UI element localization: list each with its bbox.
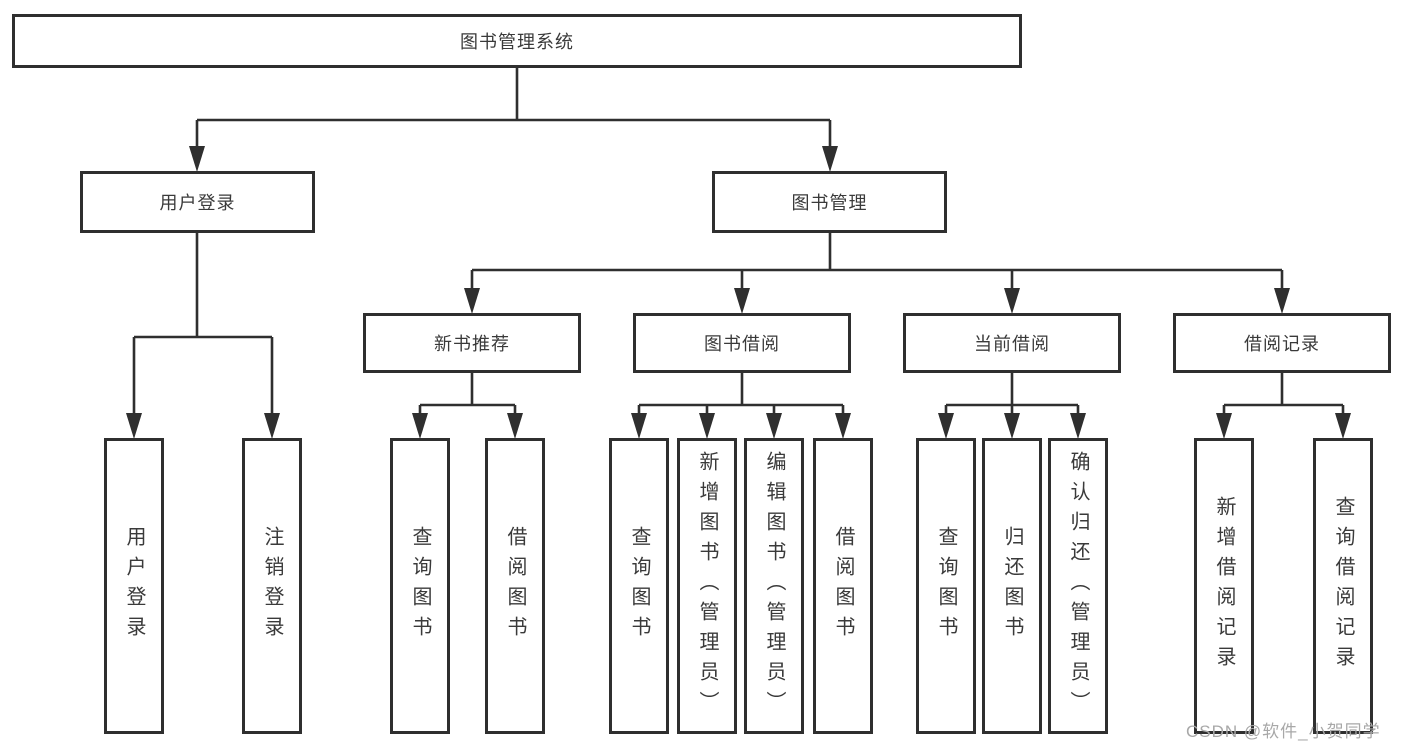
arrowhead — [938, 413, 954, 439]
leaf-borrow-borrow-books-label: 借阅图书 — [832, 526, 854, 646]
leaf-current-return-books-label: 归还图书 — [1001, 526, 1023, 646]
arrowhead — [734, 288, 750, 314]
node-user-login-label: 用户登录 — [159, 193, 236, 213]
arrowhead — [766, 413, 782, 439]
node-book-management: 图书管理 — [712, 171, 947, 233]
node-book-borrow: 图书借阅 — [633, 313, 851, 373]
leaf-borrow-query-books: 查询图书 — [609, 438, 669, 734]
connector-root-to-level2 — [189, 68, 838, 172]
node-borrow-records-label: 借阅记录 — [1244, 334, 1320, 354]
arrowhead — [189, 146, 205, 172]
leaf-borrow-edit-books-admin: 编辑图书（管理员） — [744, 438, 804, 734]
node-new-book-recommend-label: 新书推荐 — [434, 334, 510, 354]
connector-current-to-leaves — [938, 373, 1086, 439]
leaf-newbook-query-books: 查询图书 — [390, 438, 450, 734]
arrowhead — [507, 413, 523, 439]
leaf-borrow-query-books-label: 查询图书 — [628, 526, 650, 646]
leaf-borrow-borrow-books: 借阅图书 — [813, 438, 873, 734]
leaf-borrow-edit-books-admin-label: 编辑图书（管理员） — [763, 451, 785, 721]
leaf-records-query-record: 查询借阅记录 — [1313, 438, 1373, 734]
arrowhead — [1274, 288, 1290, 314]
node-current-borrow: 当前借阅 — [903, 313, 1121, 373]
arrowhead — [1070, 413, 1086, 439]
node-book-borrow-label: 图书借阅 — [704, 334, 780, 354]
arrowhead — [464, 288, 480, 314]
arrowhead — [631, 413, 647, 439]
node-root-label: 图书管理系统 — [460, 32, 574, 52]
leaf-current-confirm-return-admin-label: 确认归还（管理员） — [1067, 451, 1089, 721]
leaf-current-query-books-label: 查询图书 — [935, 526, 957, 646]
leaf-logout-label: 注销登录 — [261, 526, 283, 646]
leaf-current-return-books: 归还图书 — [982, 438, 1042, 734]
connector-newbook-to-leaves — [412, 373, 523, 439]
leaf-newbook-borrow-books: 借阅图书 — [485, 438, 545, 734]
arrowhead — [412, 413, 428, 439]
leaf-records-query-record-label: 查询借阅记录 — [1332, 496, 1354, 676]
leaf-current-confirm-return-admin: 确认归还（管理员） — [1048, 438, 1108, 734]
leaf-records-add-record: 新增借阅记录 — [1194, 438, 1254, 734]
connector-login-to-leaves — [126, 233, 280, 439]
leaf-newbook-borrow-books-label: 借阅图书 — [504, 526, 526, 646]
arrowhead — [1004, 288, 1020, 314]
leaf-user-login-label: 用户登录 — [123, 526, 145, 646]
leaf-user-login: 用户登录 — [104, 438, 164, 734]
leaf-newbook-query-books-label: 查询图书 — [409, 526, 431, 646]
connector-management-to-level3 — [464, 233, 1290, 314]
arrowhead — [126, 413, 142, 439]
node-current-borrow-label: 当前借阅 — [974, 334, 1050, 354]
leaf-borrow-add-books-admin: 新增图书（管理员） — [677, 438, 737, 734]
watermark: CSDN @软件_小贺同学 — [1186, 722, 1381, 741]
leaf-logout: 注销登录 — [242, 438, 302, 734]
arrowhead — [822, 146, 838, 172]
node-user-login: 用户登录 — [80, 171, 315, 233]
node-borrow-records: 借阅记录 — [1173, 313, 1391, 373]
node-root: 图书管理系统 — [12, 14, 1022, 68]
connector-records-to-leaves — [1216, 373, 1351, 439]
node-book-management-label: 图书管理 — [791, 193, 868, 213]
arrowhead — [1004, 413, 1020, 439]
leaf-current-query-books: 查询图书 — [916, 438, 976, 734]
connector-borrow-to-leaves — [631, 373, 851, 439]
leaf-records-add-record-label: 新增借阅记录 — [1213, 496, 1235, 676]
node-new-book-recommend: 新书推荐 — [363, 313, 581, 373]
arrowhead — [264, 413, 280, 439]
arrowhead — [1335, 413, 1351, 439]
leaf-borrow-add-books-admin-label: 新增图书（管理员） — [696, 451, 718, 721]
arrowhead — [835, 413, 851, 439]
arrowhead — [1216, 413, 1232, 439]
arrowhead — [699, 413, 715, 439]
